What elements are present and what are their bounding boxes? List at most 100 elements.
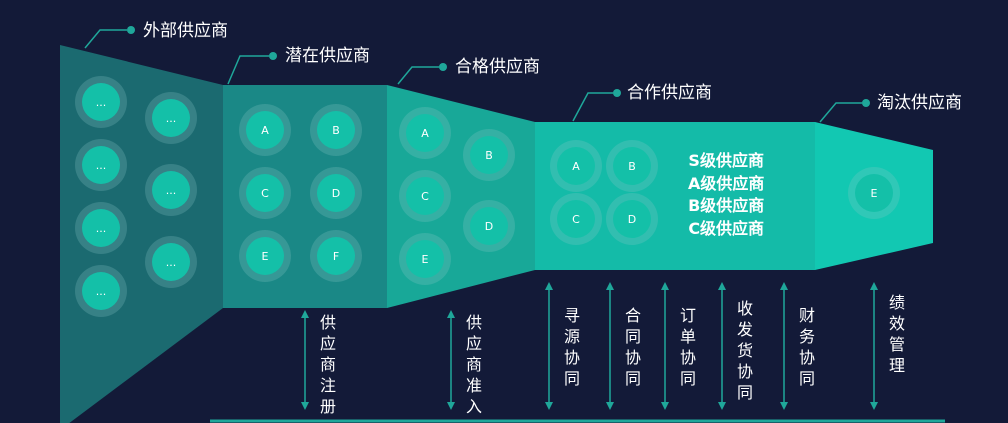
node-circle: [152, 99, 190, 137]
supplier-node: ...: [145, 236, 197, 288]
stage-label-potential: 潜在供应商: [285, 46, 370, 66]
node-label: ...: [96, 222, 107, 235]
process-arrow: [301, 310, 309, 410]
supplier-grades: S级供应商 A级供应商 B级供应商 C级供应商: [688, 150, 764, 240]
node-circle: [246, 174, 284, 212]
grade-s: S级供应商: [688, 151, 764, 170]
node-label: E: [262, 250, 269, 263]
node-circle: [557, 147, 595, 185]
node-circle: [406, 240, 444, 278]
process-label: 绩效管理: [888, 293, 905, 375]
leader-line: [819, 102, 862, 123]
stage-label-eliminated: 淘汰供应商: [877, 93, 962, 113]
node-label: B: [485, 149, 493, 162]
process-label: 订单协同: [679, 306, 696, 388]
node-circle: [470, 207, 508, 245]
node-circle: [406, 177, 444, 215]
node-label: ...: [166, 112, 177, 125]
process-label: 寻源协同: [563, 306, 580, 388]
supplier-node: A: [550, 140, 602, 192]
leader-dot: [439, 63, 447, 71]
supplier-node: ...: [75, 76, 127, 128]
leader-line: [572, 92, 613, 122]
node-circle: [470, 136, 508, 174]
supplier-node: A: [239, 104, 291, 156]
node-circle: [152, 171, 190, 209]
node-label: C: [261, 187, 269, 200]
node-circle: [855, 174, 893, 212]
supplier-node: D: [310, 167, 362, 219]
leader-dot: [613, 89, 621, 97]
leader-dot: [862, 99, 870, 107]
supplier-node: C: [399, 170, 451, 222]
node-circle: [613, 147, 651, 185]
node-label: ...: [96, 96, 107, 109]
leader-dot: [127, 26, 135, 34]
node-circle: [557, 200, 595, 238]
supplier-node: ...: [75, 139, 127, 191]
node-circle: [246, 111, 284, 149]
process-label: 收发货协同: [736, 299, 753, 402]
grade-b: B级供应商: [688, 196, 765, 215]
supplier-node: ...: [75, 265, 127, 317]
node-label: E: [871, 187, 878, 200]
node-label: C: [572, 213, 580, 226]
node-label: F: [333, 250, 339, 263]
node-label: ...: [166, 256, 177, 269]
node-circle: [82, 272, 120, 310]
node-circle: [82, 209, 120, 247]
process-arrow: [780, 282, 788, 410]
node-label: D: [332, 187, 340, 200]
node-circle: [82, 146, 120, 184]
node-circle: [246, 237, 284, 275]
leader-line: [84, 29, 127, 49]
stage-label-external: 外部供应商: [143, 21, 228, 41]
leader-line: [397, 66, 439, 85]
process-arrow: [545, 282, 553, 410]
grade-a: A级供应商: [688, 173, 765, 193]
node-circle: [317, 111, 355, 149]
supplier-node: A: [399, 107, 451, 159]
process-arrow: [606, 282, 614, 410]
supplier-node: F: [310, 230, 362, 282]
leader-dot: [269, 52, 277, 60]
node-label: E: [422, 253, 429, 266]
node-label: D: [628, 213, 636, 226]
node-label: ...: [96, 159, 107, 172]
node-label: D: [485, 220, 493, 233]
supplier-node: C: [239, 167, 291, 219]
node-label: C: [421, 190, 429, 203]
leader-line: [227, 55, 269, 85]
process-label: 财务协同: [798, 306, 815, 388]
node-label: B: [628, 160, 636, 173]
node-circle: [317, 237, 355, 275]
process-arrow: [870, 282, 878, 410]
node-circle: [152, 243, 190, 281]
supplier-node: ...: [145, 92, 197, 144]
supplier-node: E: [239, 230, 291, 282]
supplier-node: D: [606, 193, 658, 245]
process-arrow: [718, 282, 726, 410]
supplier-node: C: [550, 193, 602, 245]
supplier-node: D: [463, 200, 515, 252]
stage-4-block: [535, 122, 815, 270]
node-circle: [317, 174, 355, 212]
node-label: B: [332, 124, 340, 137]
process-arrow: [447, 310, 455, 410]
process-label: 供应商注册: [319, 313, 336, 416]
node-circle: [613, 200, 651, 238]
supplier-node: B: [606, 140, 658, 192]
supplier-node: ...: [145, 164, 197, 216]
supplier-node: B: [463, 129, 515, 181]
process-label: 供应商准入: [465, 313, 482, 416]
node-circle: [82, 83, 120, 121]
supplier-node: E: [399, 233, 451, 285]
stage-label-cooperative: 合作供应商: [627, 83, 712, 103]
stage-label-qualified: 合格供应商: [455, 57, 540, 77]
grade-c: C级供应商: [688, 218, 765, 238]
supplier-node: B: [310, 104, 362, 156]
supplier-node: ...: [75, 202, 127, 254]
stage-1-block: [60, 45, 223, 423]
node-label: ...: [166, 184, 177, 197]
